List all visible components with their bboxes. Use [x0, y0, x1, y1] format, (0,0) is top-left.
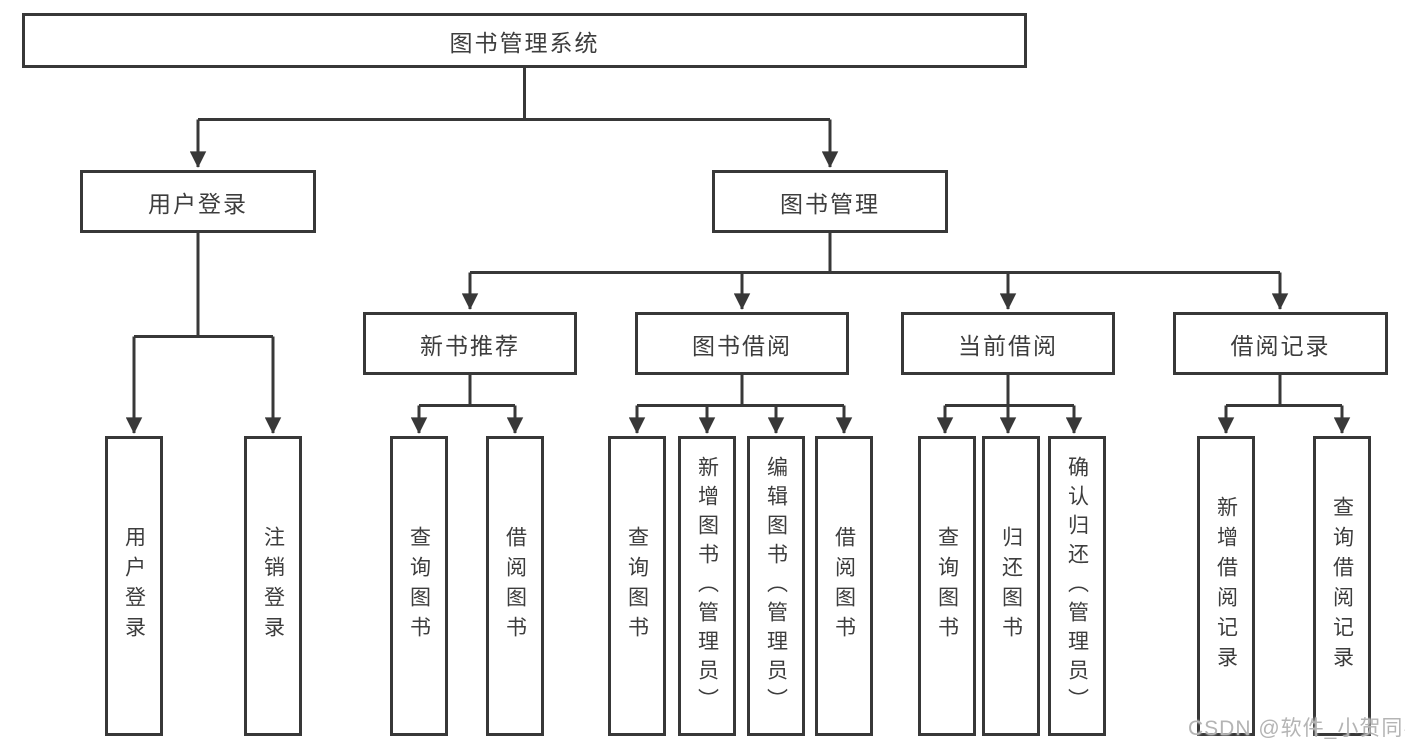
node-user-login: 用户登录 [80, 170, 316, 233]
leaf-query-books-current-label: 查询图书 [935, 526, 959, 646]
node-user-login-label: 用户登录 [148, 190, 248, 217]
leaf-add-borrow-record: 新增借阅记录 [1197, 436, 1255, 736]
leaf-return-book: 归还图书 [982, 436, 1040, 736]
leaf-borrow-books: 借阅图书 [815, 436, 873, 736]
csdn-watermark: CSDN @软件_小贺同学 [1188, 717, 1405, 740]
leaf-logout-label: 注销登录 [261, 526, 285, 646]
node-book-management-label: 图书管理 [780, 190, 880, 217]
node-book-management: 图书管理 [712, 170, 948, 233]
leaf-query-books-recommend: 查询图书 [390, 436, 448, 736]
leaf-add-book-admin-label: 新增图书（管理员） [695, 455, 719, 717]
node-new-book-recommend: 新书推荐 [363, 312, 577, 375]
leaf-query-books-current: 查询图书 [918, 436, 976, 736]
leaf-return-book-label: 归还图书 [999, 526, 1023, 646]
node-new-book-recommend-label: 新书推荐 [420, 332, 520, 359]
leaf-user-login-label: 用户登录 [122, 526, 146, 646]
node-root: 图书管理系统 [22, 13, 1027, 68]
leaf-confirm-return-admin-label: 确认归还（管理员） [1065, 455, 1089, 717]
leaf-query-books-recommend-label: 查询图书 [407, 526, 431, 646]
node-borrow-records-label: 借阅记录 [1230, 332, 1331, 359]
leaf-borrow-books-label: 借阅图书 [832, 526, 856, 646]
leaf-query-books-borrow: 查询图书 [608, 436, 666, 736]
leaf-query-borrow-record: 查询借阅记录 [1313, 436, 1371, 736]
leaf-query-books-borrow-label: 查询图书 [625, 526, 649, 646]
node-current-borrowing-label: 当前借阅 [958, 332, 1058, 359]
node-book-borrowing-label: 图书借阅 [692, 332, 792, 359]
leaf-borrow-books-recommend: 借阅图书 [486, 436, 544, 736]
leaf-logout: 注销登录 [244, 436, 302, 736]
leaf-add-borrow-record-label: 新增借阅记录 [1214, 496, 1238, 676]
leaf-edit-book-admin: 编辑图书（管理员） [747, 436, 805, 736]
leaf-query-borrow-record-label: 查询借阅记录 [1330, 496, 1354, 676]
leaf-edit-book-admin-label: 编辑图书（管理员） [764, 455, 788, 717]
node-current-borrowing: 当前借阅 [901, 312, 1115, 375]
node-borrow-records: 借阅记录 [1173, 312, 1388, 375]
node-root-label: 图书管理系统 [449, 29, 600, 56]
node-book-borrowing: 图书借阅 [635, 312, 849, 375]
leaf-user-login: 用户登录 [105, 436, 163, 736]
leaf-confirm-return-admin: 确认归还（管理员） [1048, 436, 1106, 736]
leaf-borrow-books-recommend-label: 借阅图书 [503, 526, 527, 646]
leaf-add-book-admin: 新增图书（管理员） [678, 436, 736, 736]
